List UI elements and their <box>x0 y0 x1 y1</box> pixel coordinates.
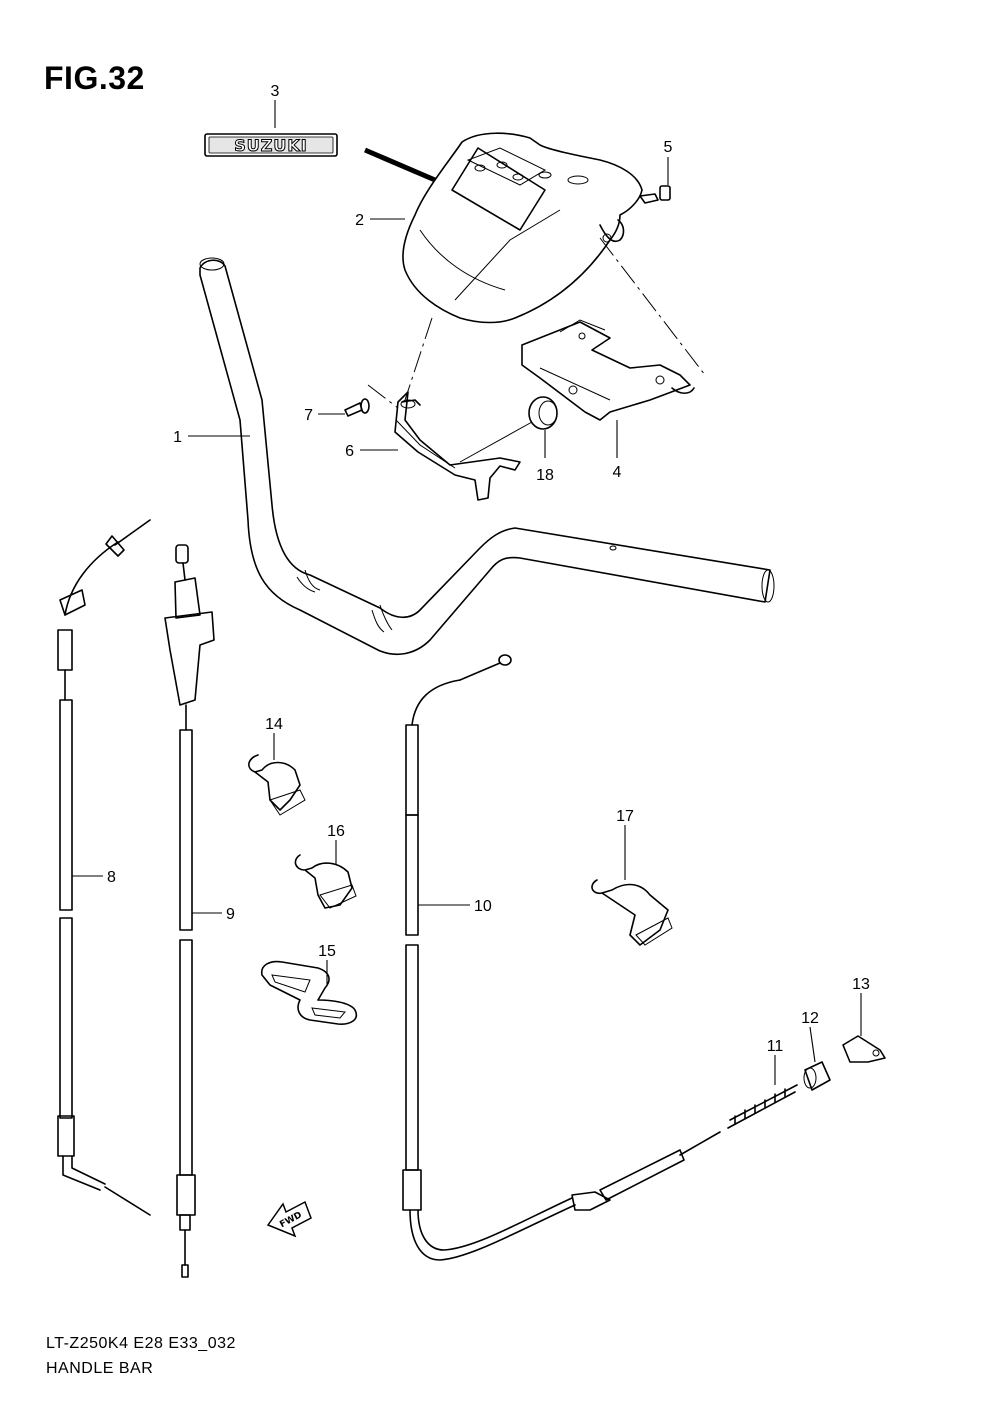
clip-15 <box>260 960 357 1025</box>
adjuster-13 <box>842 1035 886 1063</box>
clamp-14 <box>248 754 306 816</box>
callout-16: 16 <box>327 823 345 840</box>
callout-leaders <box>72 100 862 1085</box>
figure-name: HANDLE BAR <box>46 1360 154 1377</box>
callout-12: 12 <box>801 1010 819 1027</box>
callout-8: 8 <box>107 869 116 886</box>
callout-5: 5 <box>664 139 673 156</box>
handlebar <box>199 257 775 656</box>
callout-1: 1 <box>173 429 182 446</box>
callout-4: 4 <box>613 464 622 481</box>
callout-13: 13 <box>852 976 870 993</box>
fwd-arrow: FWD <box>266 1200 312 1238</box>
callout-9: 9 <box>226 906 235 923</box>
callout-7: 7 <box>304 407 313 424</box>
callout-18: 18 <box>536 467 554 484</box>
callout-15: 15 <box>318 943 336 960</box>
callout-17: 17 <box>616 808 634 825</box>
spring-11 <box>727 1084 798 1129</box>
grommet-18 <box>528 396 558 430</box>
clamp-17 <box>591 879 673 946</box>
model-code: LT-Z250K4 E28 E33_032 <box>46 1335 236 1352</box>
bracket-6 <box>394 391 521 501</box>
callout-3: 3 <box>271 83 280 100</box>
callout-2: 2 <box>355 212 364 229</box>
cable-8 <box>57 519 151 1216</box>
figure-title: FIG.32 <box>44 60 145 96</box>
callout-10: 10 <box>474 898 492 915</box>
handlebar-cover <box>402 132 643 324</box>
callout-14: 14 <box>265 716 283 733</box>
bracket-4 <box>521 319 695 421</box>
callout-numbers: 3 2 5 1 7 6 18 4 8 9 10 11 12 13 14 16 1… <box>107 83 870 1055</box>
sleeve-12 <box>803 1061 831 1091</box>
suzuki-emblem: SUZUKI <box>204 133 338 157</box>
emblem-text: SUZUKI <box>234 136 307 155</box>
screw-5 <box>639 185 671 204</box>
callout-11: 11 <box>767 1038 784 1055</box>
cable-10 <box>402 654 721 1261</box>
cable-9 <box>164 544 215 1278</box>
clamp-16 <box>294 854 357 909</box>
screw-7 <box>344 398 370 417</box>
callout-6: 6 <box>345 443 354 460</box>
